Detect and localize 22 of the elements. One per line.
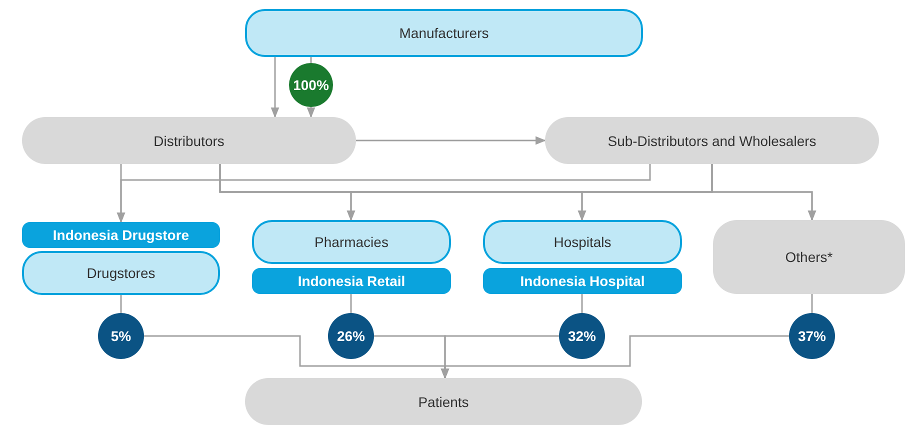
process-box: Manufacturers (245, 9, 643, 57)
connector-arrow (711, 164, 816, 222)
connector-arrow (270, 57, 280, 118)
connector-arrow (440, 335, 789, 380)
segment-band: Indonesia Retail (252, 268, 451, 294)
segment-band: Indonesia Drugstore (22, 222, 220, 248)
percent-circle: 5% (98, 313, 144, 359)
process-box: Distributors (22, 117, 356, 164)
percent-circle: 26% (328, 313, 374, 359)
percent-circle: 100% (289, 63, 333, 107)
connector-arrow (306, 107, 316, 118)
process-box: Pharmacies (252, 220, 451, 264)
percent-circle: 32% (559, 313, 605, 359)
process-box: Sub-Distributors and Wholesalers (545, 117, 879, 164)
process-box: Patients (245, 378, 642, 425)
process-box: Drugstores (22, 251, 220, 295)
segment-band: Indonesia Hospital (483, 268, 682, 294)
connector-arrow (116, 164, 651, 224)
process-box: Hospitals (483, 220, 682, 264)
connector-arrow (356, 136, 546, 145)
process-box: Others* (713, 220, 905, 294)
percent-circle: 37% (789, 313, 835, 359)
